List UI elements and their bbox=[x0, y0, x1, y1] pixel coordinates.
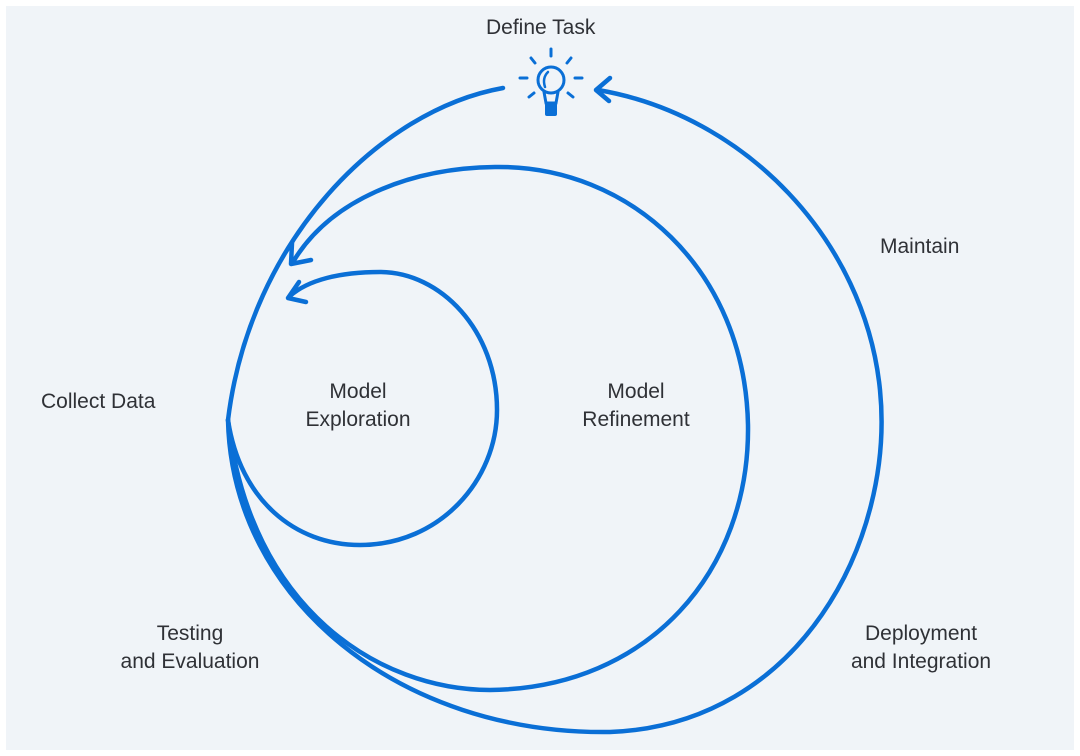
model-exploration-line-1: Model bbox=[329, 380, 387, 403]
lightbulb-icon bbox=[518, 47, 584, 105]
deployment-line-1: Deployment bbox=[864, 622, 978, 645]
model-refinement-label: Model Refinement bbox=[566, 378, 706, 434]
testing-line-2: and Evaluation bbox=[120, 650, 260, 673]
model-exploration-line-2: Exploration bbox=[305, 408, 411, 431]
refinement-cycle-path bbox=[225, 164, 751, 693]
model-exploration-label: Model Exploration bbox=[288, 378, 428, 434]
exploration-cycle-arrowhead bbox=[285, 279, 309, 305]
collect-data-label: Collect Data bbox=[41, 390, 156, 413]
maintain-label: Maintain bbox=[880, 235, 960, 258]
define-task-label: Define Task bbox=[486, 16, 596, 39]
testing-line-1: Testing bbox=[156, 622, 224, 645]
outer-cycle-path bbox=[225, 85, 884, 735]
outer-cycle-arrowhead bbox=[593, 75, 613, 104]
deployment-line-2: and Integration bbox=[850, 650, 992, 673]
testing-evaluation-label: Testing and Evaluation bbox=[100, 620, 280, 676]
model-refinement-line-1: Model bbox=[607, 380, 665, 403]
diagram-canvas bbox=[6, 6, 1074, 750]
lightbulb-base bbox=[545, 103, 557, 116]
model-refinement-line-2: Refinement bbox=[582, 408, 690, 431]
refinement-cycle-arrowhead bbox=[288, 240, 314, 267]
deployment-integration-label: Deployment and Integration bbox=[826, 620, 1016, 676]
exploration-cycle-path bbox=[225, 269, 500, 548]
